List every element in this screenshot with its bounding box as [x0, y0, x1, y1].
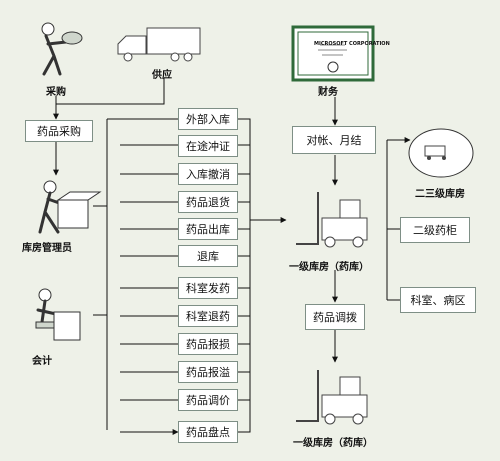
purchase-person-icon: [41, 22, 83, 76]
op-drug-overflow: 药品报溢: [178, 361, 238, 383]
certificate-text: MICROSOFT CORPORATION: [314, 41, 390, 47]
certificate-icon: [291, 25, 375, 82]
department-ward-box: 科室、病区: [400, 287, 476, 313]
accountant-label: 会计: [32, 356, 52, 367]
op-dept-return: 科室退药: [178, 305, 238, 327]
op-price-adjust: 药品调价: [178, 389, 238, 411]
primary-warehouse-bottom-label: 一级库房（药库）: [293, 438, 373, 449]
drug-purchase-box: 药品采购: [25, 120, 93, 142]
transfer-box: 药品调拨: [305, 304, 365, 330]
op-inbound-cancel: 入库撤消: [178, 163, 238, 185]
purchase-label: 采购: [46, 87, 66, 98]
op-inventory-count: 药品盘点: [178, 421, 238, 443]
supply-truck-icon: [117, 27, 201, 62]
finance-label: 财务: [318, 87, 338, 98]
forklift-bottom-icon: [296, 370, 368, 425]
supply-label: 供应: [152, 70, 172, 81]
op-in-transit-offset: 在途冲证: [178, 135, 238, 157]
op-drug-loss: 药品报损: [178, 333, 238, 355]
warehouse-manager-icon: [38, 180, 102, 234]
tier23-warehouse-oval: [408, 128, 474, 178]
op-drug-return: 药品退货: [178, 191, 238, 213]
op-dept-dispense: 科室发药: [178, 277, 238, 299]
accountant-icon: [35, 288, 81, 341]
tier23-warehouse-label: 二三级库房: [415, 189, 465, 200]
secondary-cabinet-box: 二级药柜: [400, 217, 470, 243]
forklift-top-icon: [296, 192, 368, 248]
primary-warehouse-top-label: 一级库房（药库）: [289, 262, 369, 273]
op-drug-outbound: 药品出库: [178, 218, 238, 240]
op-external-inbound: 外部入库: [178, 108, 238, 130]
op-stock-return: 退库: [178, 245, 238, 267]
reconcile-box: 对帐、月结: [292, 126, 376, 154]
warehouse-manager-label: 库房管理员: [22, 243, 72, 254]
